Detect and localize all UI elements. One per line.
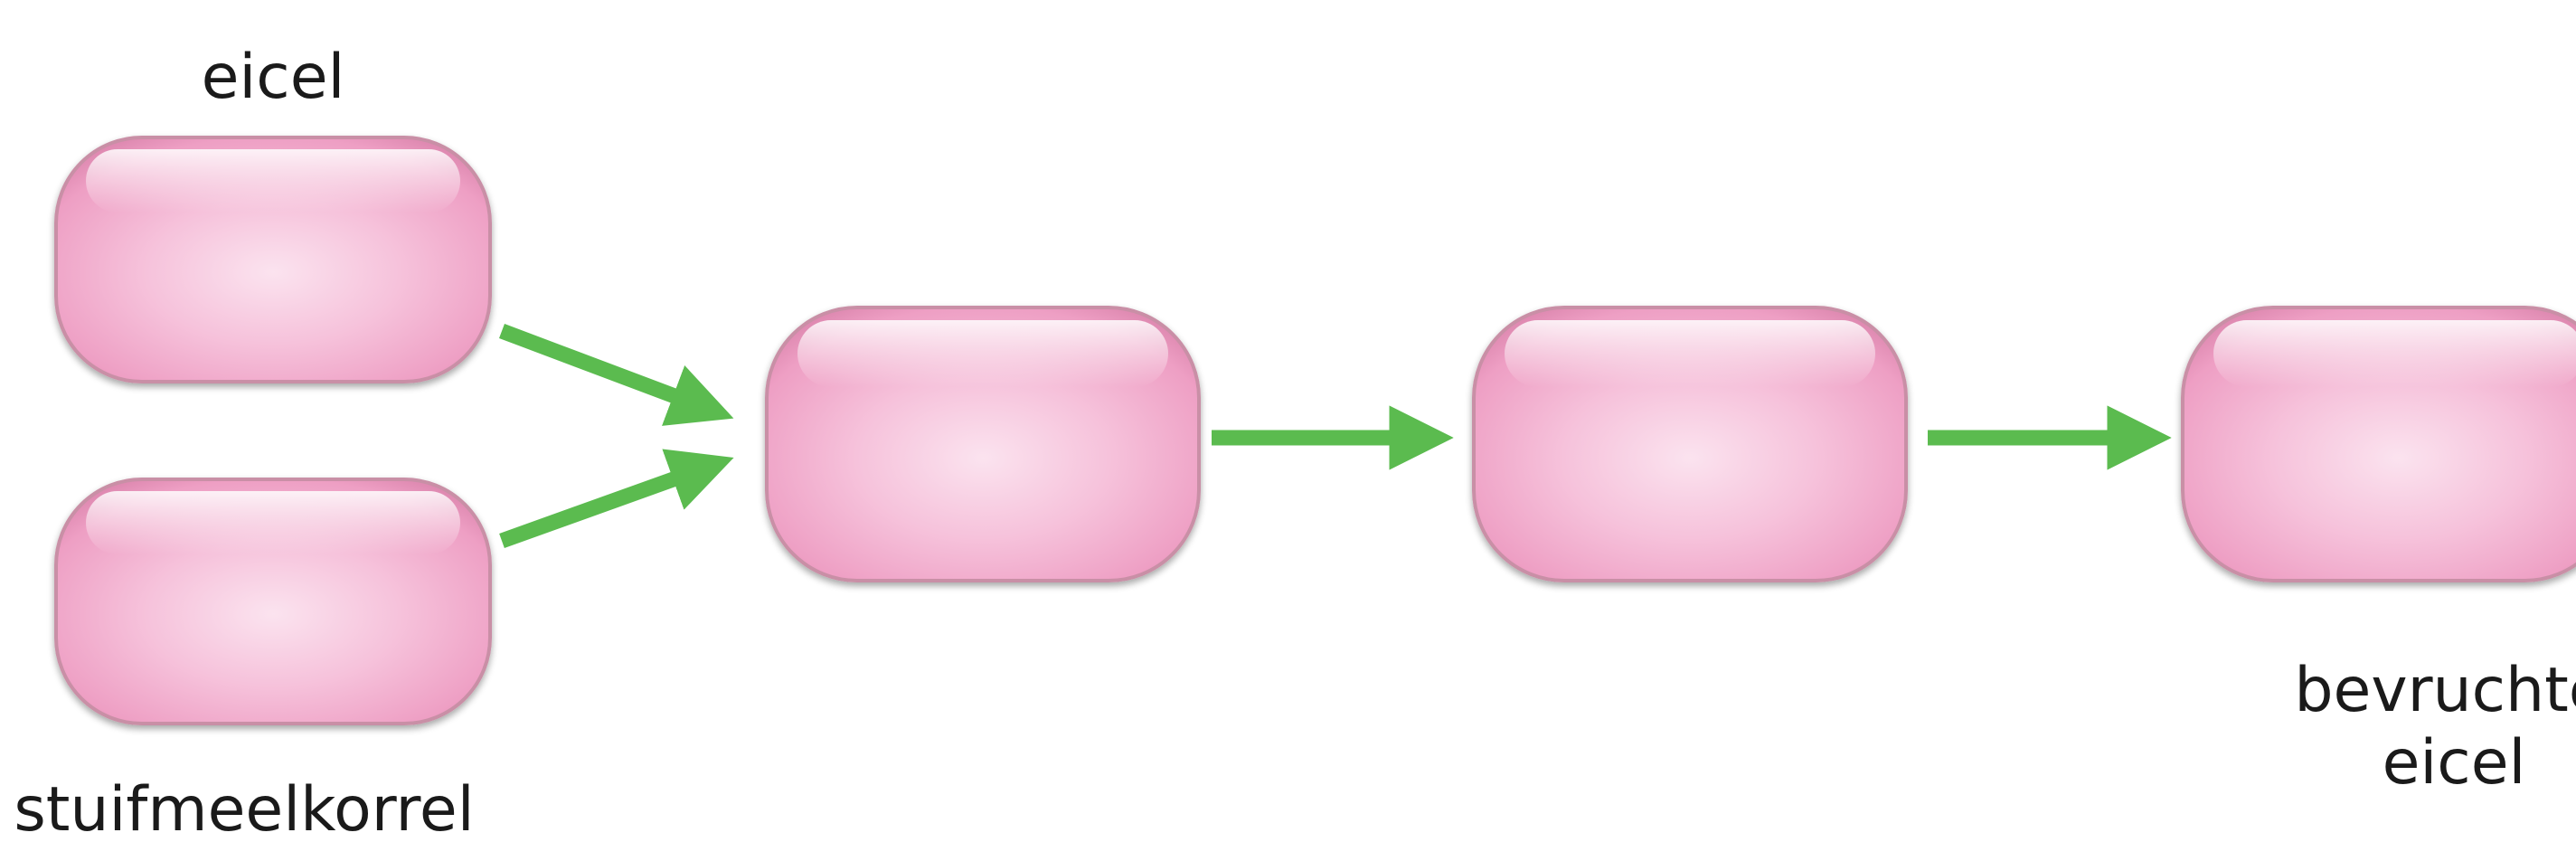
pollen-grain-cell [56,479,490,724]
arrow-pollen-to-merge [502,468,703,541]
egg-cell-label: eicel [202,42,345,113]
fertilized-egg-cell [2183,308,2576,581]
fertilized-egg-label-line1: bevruchte [2294,655,2576,726]
merging-cell [767,308,1199,581]
intermediate-cell [1474,308,1906,581]
pollen-grain-label: stuifmeelkorrel [14,774,474,846]
egg-cell [56,137,490,382]
arrow-egg-to-merge [502,331,703,407]
fertilized-egg-label-line2: eicel [2383,727,2526,799]
